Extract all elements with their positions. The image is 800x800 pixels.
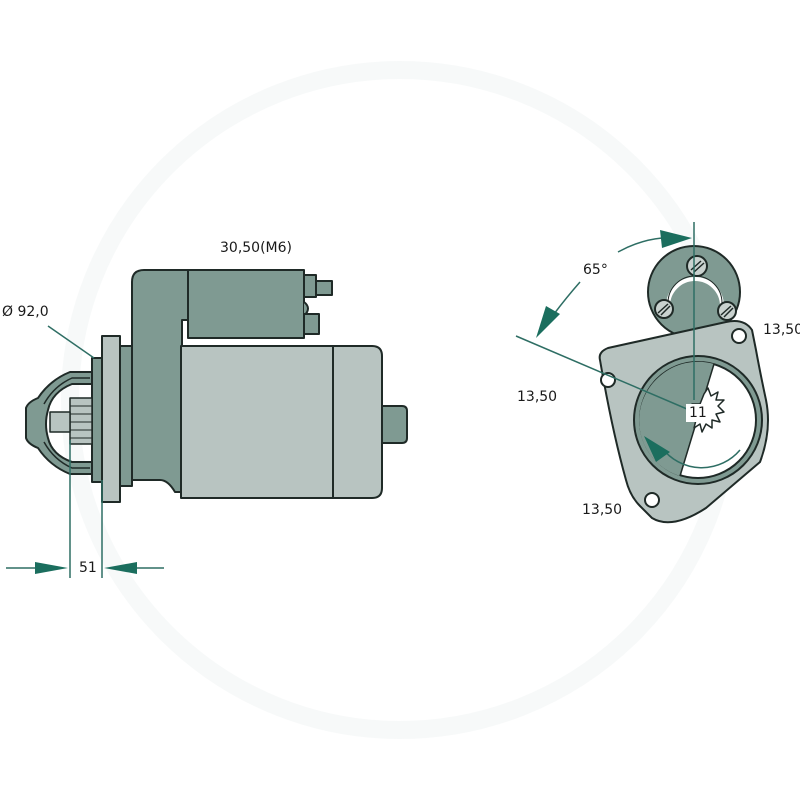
flange-plate	[91, 357, 103, 483]
offset-arrows	[35, 562, 137, 574]
arrow-right-icon	[35, 562, 68, 574]
mounting-flange	[101, 335, 121, 503]
arrow-rotation-icon	[644, 436, 670, 462]
diameter-label: Ø 92,0	[2, 304, 49, 320]
solenoid-body	[187, 269, 305, 339]
teeth-count-label: 11	[686, 404, 710, 422]
motor-housing	[180, 345, 334, 499]
angle-leader	[515, 335, 695, 413]
rotation-arc	[661, 447, 741, 469]
terminal-thread-label: 30,50(M6)	[220, 240, 292, 256]
arrow-left-icon	[104, 562, 137, 574]
drive-nose-inner-line-2	[43, 441, 90, 469]
angle-arc-lower	[553, 281, 581, 315]
drive-plate-dark	[119, 345, 133, 487]
screw-right	[717, 301, 737, 321]
mounting-hole-right	[731, 328, 747, 344]
drive-nose-inner-line	[43, 377, 90, 405]
hole-label-right: 13,50	[763, 322, 800, 338]
mounting-hole-bottom	[644, 492, 660, 508]
rear-shaft	[381, 405, 408, 444]
front-view	[598, 245, 769, 524]
arrow-angle-bottom-icon	[536, 306, 560, 338]
side-dimensions	[6, 325, 164, 578]
diameter-leader	[47, 325, 95, 359]
screw-top	[686, 255, 708, 277]
end-cap	[332, 345, 383, 499]
angle-arc-upper	[617, 237, 663, 253]
angle-label: 65°	[583, 262, 608, 278]
hole-label-bottom: 13,50	[582, 502, 623, 518]
pinion-offset-label: 51	[79, 560, 97, 576]
angle-arrows	[536, 230, 692, 462]
side-view	[25, 269, 408, 503]
terminal-lower	[303, 313, 320, 335]
arrow-angle-top-icon	[660, 230, 692, 248]
screw-left	[654, 299, 674, 319]
hole-label-left: 13,50	[517, 389, 558, 405]
drive-nose	[25, 371, 93, 475]
solenoid-wire-arc	[666, 277, 724, 307]
terminal-upper-stud	[315, 280, 333, 296]
terminal-upper	[303, 274, 317, 298]
pinion-shaft	[49, 411, 71, 433]
front-dimensions	[515, 222, 695, 413]
pinion-gear	[69, 397, 93, 445]
